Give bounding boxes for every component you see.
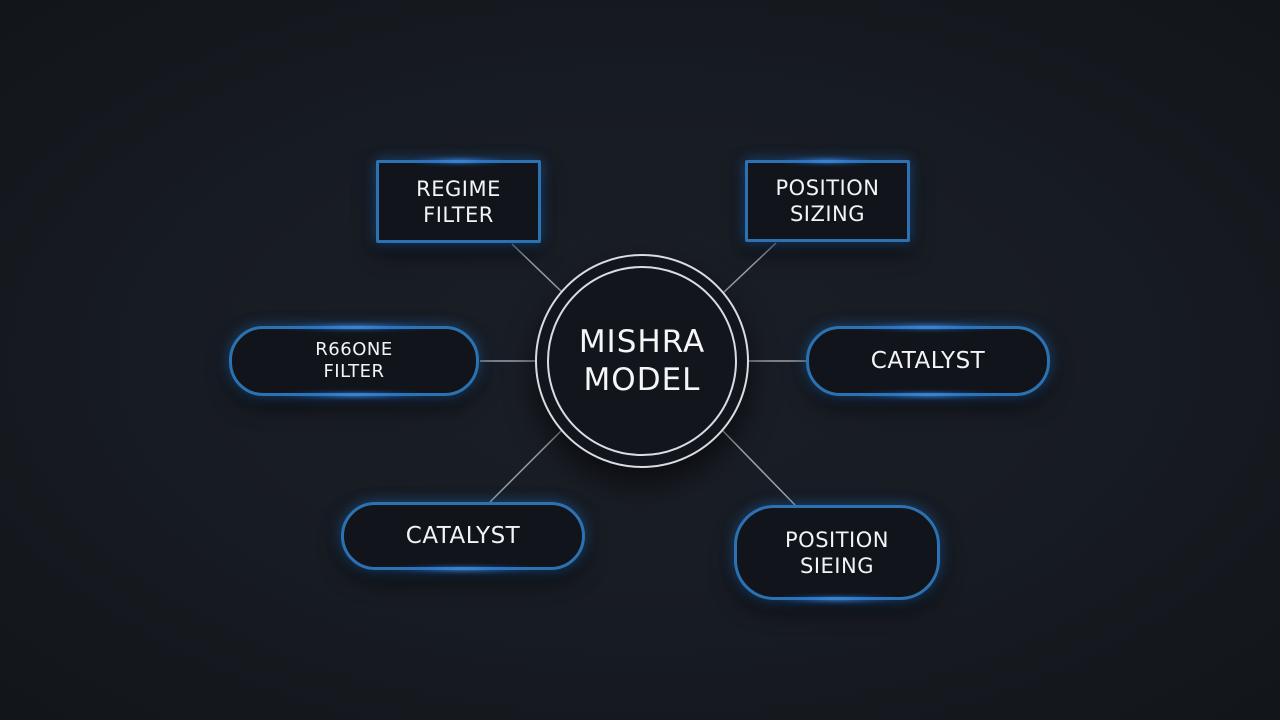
node-regime-filter-top-left[interactable]: REGIME FILTER	[376, 160, 541, 243]
center-node-mishra-model[interactable]: MISHRA MODEL	[535, 254, 749, 468]
node-label-line2: FILTER	[423, 202, 494, 227]
center-node-label-line1: MISHRA	[578, 324, 706, 360]
node-label-line1: POSITION	[785, 527, 889, 552]
connector-bottom-left	[489, 429, 563, 503]
node-label-line2: SIEING	[800, 553, 874, 578]
node-catalyst-mid-right[interactable]: CATALYST	[806, 326, 1050, 396]
center-node-inner-ring: MISHRA MODEL	[547, 266, 737, 456]
node-label-line1: CATALYST	[870, 348, 986, 374]
node-label-line1: R66ONE	[315, 339, 393, 360]
node-label-line1: CATALYST	[405, 523, 521, 549]
connector-top-left	[511, 243, 564, 294]
center-node-label-line2: MODEL	[583, 362, 701, 398]
node-label-line2: FILTER	[323, 361, 385, 382]
node-label-line1: REGIME	[416, 176, 501, 201]
connector-bottom-right	[721, 429, 796, 506]
node-position-sizing-top-right[interactable]: POSITION SIZING	[745, 160, 910, 242]
node-catalyst-bottom-left[interactable]: CATALYST	[341, 502, 585, 570]
node-label-line1: POSITION	[775, 176, 880, 200]
node-regime-filter-mid-left[interactable]: R66ONE FILTER	[229, 326, 479, 396]
node-label-line2: SIZING	[789, 202, 866, 226]
node-position-sizing-bottom-right[interactable]: POSITION SIEING	[734, 505, 940, 600]
connector-top-right	[722, 242, 777, 294]
